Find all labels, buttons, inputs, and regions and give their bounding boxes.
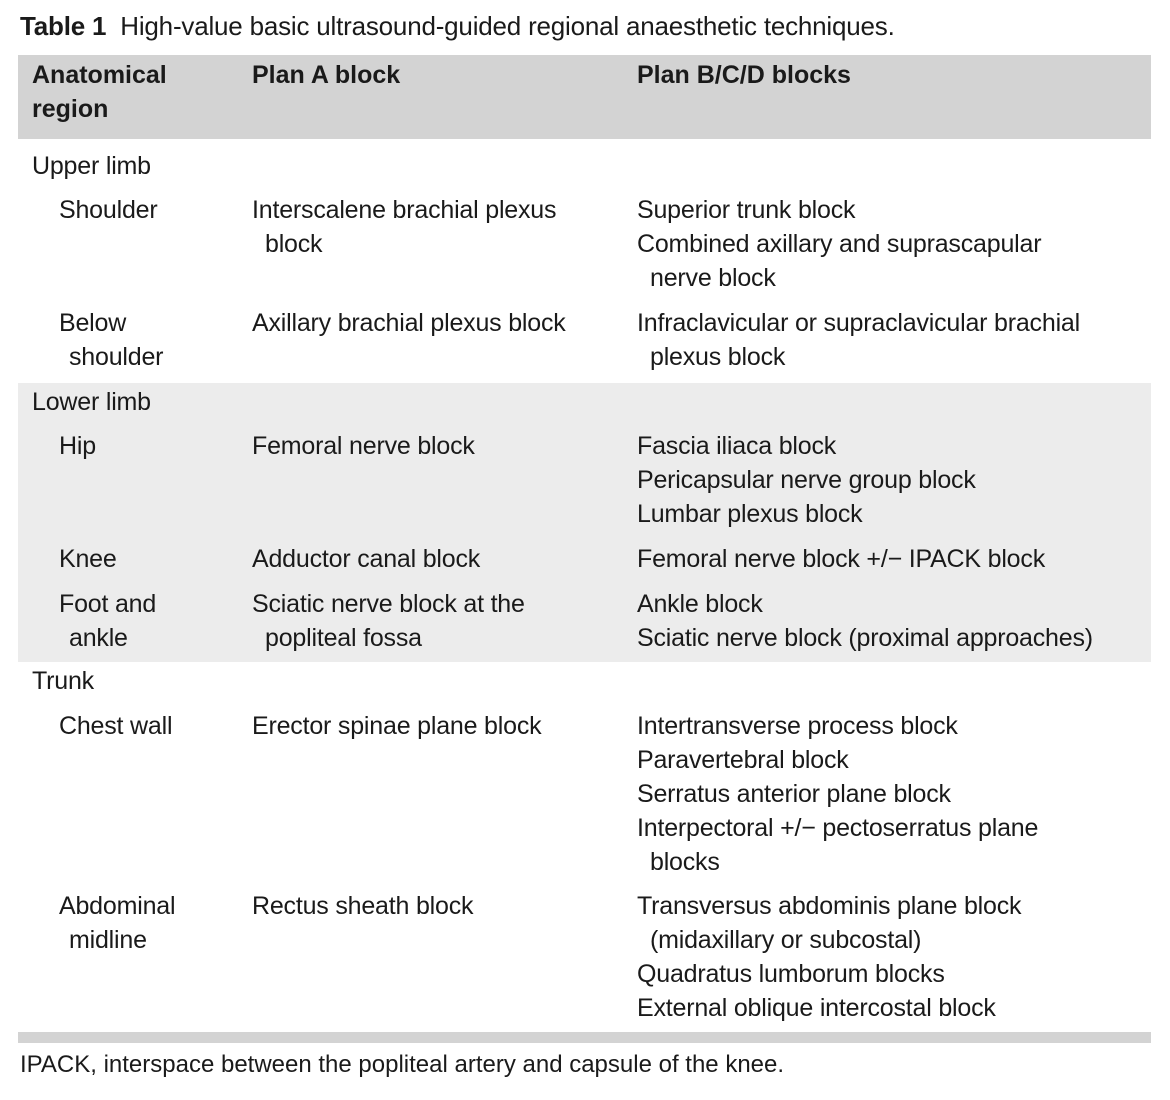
cell-line: Transversus abdominis plane block bbox=[637, 892, 1022, 920]
cell-line: Sciatic nerve block (proximal approaches… bbox=[637, 624, 1093, 652]
table-title: High-value basic ultrasound-guided regio… bbox=[120, 11, 895, 41]
row-plan-bcd: Femoral nerve block +/− IPACK block bbox=[637, 542, 1045, 576]
row-plan-a: Axillary brachial plexus block bbox=[252, 306, 566, 340]
cell-line: Intertransverse process block bbox=[637, 712, 958, 740]
row-plan-a: Interscalene brachial plexus block bbox=[252, 193, 557, 261]
header-region: Anatomical region bbox=[32, 58, 167, 126]
cell-line: Hip bbox=[59, 432, 96, 460]
cell-line: block bbox=[265, 230, 323, 258]
row-region: Below shoulder bbox=[59, 306, 164, 374]
row-plan-a: Adductor canal block bbox=[252, 542, 480, 576]
cell-line: Rectus sheath block bbox=[252, 892, 474, 920]
cell-line: Serratus anterior plane block bbox=[637, 780, 951, 808]
cell-line: Below bbox=[59, 309, 127, 337]
row-plan-bcd: Superior trunk block Combined axillary a… bbox=[637, 193, 1042, 295]
cell-line: ankle bbox=[69, 624, 128, 652]
row-region: Knee bbox=[59, 542, 117, 576]
cell-line: Pericapsular nerve group block bbox=[637, 466, 976, 494]
cell-line: nerve block bbox=[650, 264, 776, 292]
row-plan-a: Erector spinae plane block bbox=[252, 709, 542, 743]
cell-line: Chest wall bbox=[59, 712, 173, 740]
row-plan-bcd: Transversus abdominis plane block (midax… bbox=[637, 889, 1022, 1025]
table-footnote: IPACK, interspace between the popliteal … bbox=[20, 1051, 785, 1078]
cell-line: popliteal fossa bbox=[265, 624, 422, 652]
cell-line: Axillary brachial plexus block bbox=[252, 309, 566, 337]
cell-line: Erector spinae plane block bbox=[252, 712, 542, 740]
cell-line: Femoral nerve block bbox=[252, 432, 475, 460]
cell-line: (midaxillary or subcostal) bbox=[650, 926, 922, 954]
row-region: Abdominal midline bbox=[59, 889, 176, 957]
cell-line: External oblique intercostal block bbox=[637, 994, 996, 1022]
row-plan-a: Rectus sheath block bbox=[252, 889, 474, 923]
cell-line: midline bbox=[69, 926, 147, 954]
table-label: Table 1 bbox=[20, 11, 107, 41]
cell-line: Lumbar plexus block bbox=[637, 500, 863, 528]
cell-line: Ankle block bbox=[637, 590, 763, 618]
cell-line: Paravertebral block bbox=[637, 746, 849, 774]
cell-line: shoulder bbox=[69, 343, 164, 371]
table-bottom-rule bbox=[18, 1032, 1151, 1043]
cell-line: Combined axillary and suprascapular bbox=[637, 230, 1042, 258]
cell-line: Abdominal bbox=[59, 892, 176, 920]
row-region: Chest wall bbox=[59, 709, 173, 743]
cell-line: Quadratus lumborum blocks bbox=[637, 960, 945, 988]
header-plan-bcd: Plan B/C/D blocks bbox=[637, 61, 851, 89]
cell-line: Interscalene brachial plexus bbox=[252, 196, 557, 224]
cell-line: Sciatic nerve block at the bbox=[252, 590, 525, 618]
row-region: Hip bbox=[59, 429, 96, 463]
cell-line: Fascia iliaca block bbox=[637, 432, 837, 460]
row-plan-a: Femoral nerve block bbox=[252, 429, 475, 463]
header-plan-a: Plan A block bbox=[252, 61, 401, 89]
lower-limb-band bbox=[18, 383, 1151, 662]
row-plan-bcd: Intertransverse process block Paraverteb… bbox=[637, 709, 1038, 879]
row-plan-bcd: Infraclavicular or supraclavicular brach… bbox=[637, 306, 1080, 374]
row-plan-bcd: Fascia iliaca block Pericapsular nerve g… bbox=[637, 429, 976, 531]
cell-line: Shoulder bbox=[59, 196, 158, 224]
cell-line: Foot and bbox=[59, 590, 157, 618]
section-upper-limb: Upper limb bbox=[32, 152, 151, 180]
cell-line: Infraclavicular or supraclavicular brach… bbox=[637, 309, 1080, 337]
section-trunk: Trunk bbox=[32, 667, 94, 695]
cell-line: Interpectoral +/− pectoserratus plane bbox=[637, 814, 1039, 842]
row-region: Foot and ankle bbox=[59, 587, 156, 655]
cell-line: blocks bbox=[650, 848, 720, 876]
header-region-line: Anatomical bbox=[32, 61, 167, 89]
cell-line: Adductor canal block bbox=[252, 545, 481, 573]
header-region-line: region bbox=[32, 95, 109, 123]
cell-line: plexus block bbox=[650, 343, 786, 371]
row-region: Shoulder bbox=[59, 193, 158, 227]
cell-line: Knee bbox=[59, 545, 117, 573]
section-lower-limb: Lower limb bbox=[32, 388, 151, 416]
table-header: Anatomical region Plan A block Plan B/C/… bbox=[18, 55, 1151, 139]
cell-line: Superior trunk block bbox=[637, 196, 856, 224]
cell-line: Femoral nerve block +/− IPACK block bbox=[637, 545, 1045, 573]
row-plan-a: Sciatic nerve block at the popliteal fos… bbox=[252, 587, 525, 655]
row-plan-bcd: Ankle block Sciatic nerve block (proxima… bbox=[637, 587, 1093, 655]
table-caption: Table 1 High-value basic ultrasound-guide… bbox=[20, 8, 895, 44]
